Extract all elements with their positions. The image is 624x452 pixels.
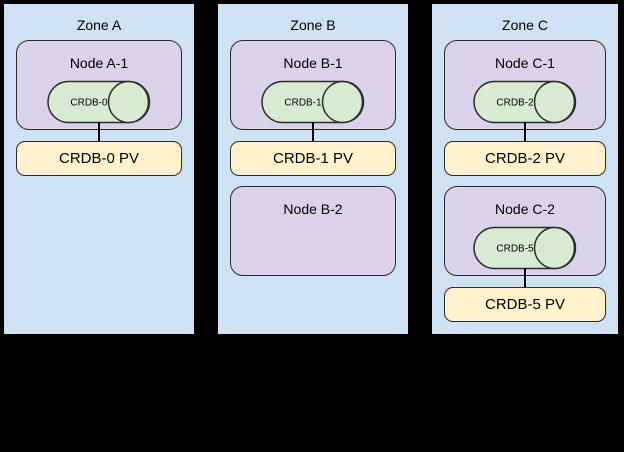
connector-line	[524, 122, 526, 141]
crdb-1-pv-box: CRDB-1 PV	[230, 141, 396, 176]
zone-c-label: Zone C	[502, 17, 548, 33]
crdb-2-pv-box: CRDB-2 PV	[444, 141, 606, 176]
zone-a-label: Zone A	[76, 17, 122, 33]
node-c2-label: Node C-2	[495, 201, 555, 217]
crdb-0-label: CRDB-0	[70, 98, 108, 109]
crdb-5-label: CRDB-5	[496, 244, 534, 255]
node-a1-label: Node A-1	[69, 55, 129, 71]
node-b2: Node B-2	[230, 186, 396, 276]
crdb-1-cylinder-icon: CRDB-1	[261, 80, 365, 124]
node-a1: Node A-1 CRDB-0	[16, 40, 182, 130]
node-b1-label: Node B-1	[283, 55, 343, 71]
crdb-5-pv-box: CRDB-5 PV	[444, 287, 606, 322]
crdb-0-pv-box: CRDB-0 PV	[16, 141, 182, 176]
crdb-0-cylinder-icon: CRDB-0	[47, 80, 151, 124]
zone-a: Zone A Node A-1 CRDB-0 CRDB-0 PV	[2, 2, 196, 336]
crdb-1-label: CRDB-1	[284, 98, 322, 109]
zone-b-label: Zone B	[290, 17, 336, 33]
zone-c: Zone C Node C-1 CRDB-2 CRDB-2 PV Node C-…	[430, 2, 620, 336]
connector-line	[98, 122, 100, 141]
node-c2: Node C-2 CRDB-5	[444, 186, 606, 276]
node-b1: Node B-1 CRDB-1	[230, 40, 396, 130]
node-b2-label: Node B-2	[283, 201, 343, 217]
connector-line	[524, 268, 526, 287]
crdb-2-label: CRDB-2	[496, 98, 534, 109]
connector-line	[312, 122, 314, 141]
crdb-2-cylinder-icon: CRDB-2	[473, 80, 577, 124]
node-c1-label: Node C-1	[495, 55, 555, 71]
crdb-5-cylinder-icon: CRDB-5	[473, 226, 577, 270]
zone-b: Zone B Node B-1 CRDB-1 CRDB-1 PV Node B-…	[216, 2, 410, 336]
node-c1: Node C-1 CRDB-2	[444, 40, 606, 130]
